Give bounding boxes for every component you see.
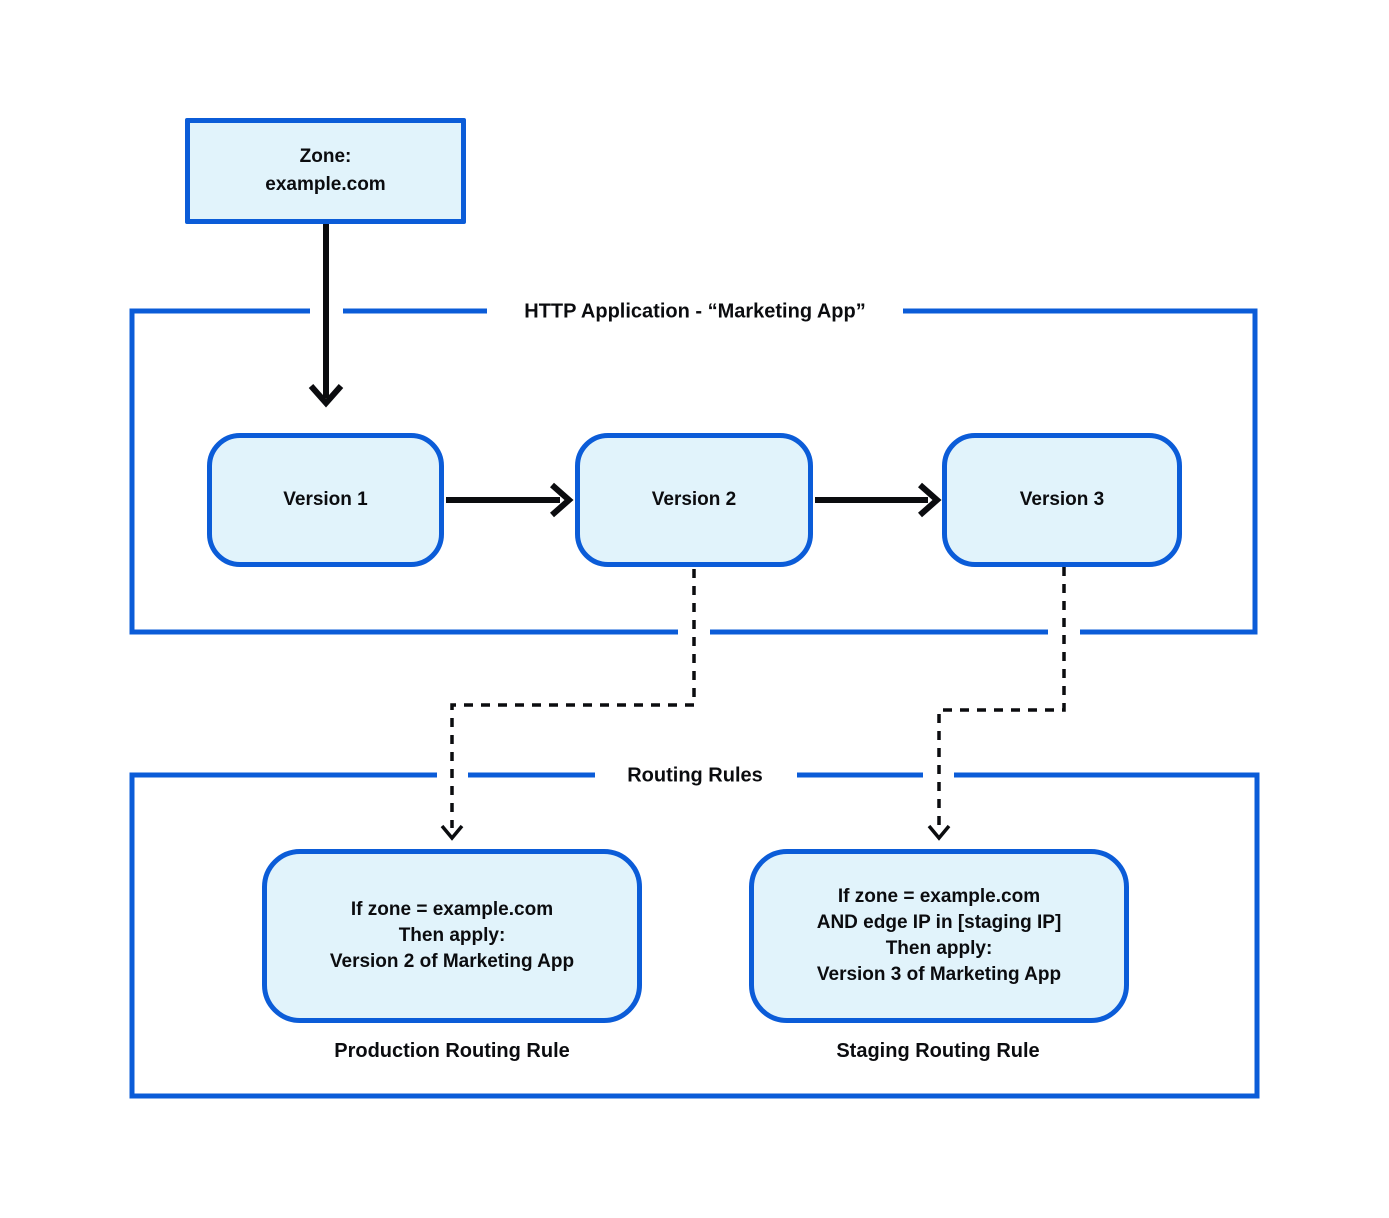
version-3-box: Version 3 — [942, 433, 1182, 567]
zone-box-label-line1: Zone: — [299, 146, 352, 167]
version-1-box: Version 1 — [207, 433, 444, 567]
zone-box: Zone: example.com — [185, 118, 466, 224]
production-rule-line-3: Version 2 of Marketing App — [329, 951, 575, 972]
version2-to-version3-arrow — [815, 482, 942, 518]
http-app-container-title: HTTP Application - “Marketing App” — [524, 300, 866, 323]
version3-to-staging-rule-connector — [927, 567, 1066, 841]
http-app-container-border — [129, 308, 1258, 635]
staging-routing-rule-box: If zone = example.com AND edge IP in [st… — [749, 849, 1129, 1023]
version-3-label: Version 3 — [1019, 489, 1105, 510]
staging-rule-line-1: If zone = example.com — [837, 886, 1041, 907]
version-2-label: Version 2 — [651, 489, 737, 510]
production-rule-line-1: If zone = example.com — [350, 899, 554, 920]
version-1-label: Version 1 — [283, 489, 368, 510]
version1-to-version2-arrow — [446, 482, 574, 518]
zone-box-label-line2: example.com — [265, 174, 386, 195]
staging-routing-rule-caption: Staging Routing Rule — [836, 1040, 1040, 1062]
production-rule-line-2: Then apply: — [398, 925, 506, 946]
routing-rules-container-border — [129, 772, 1260, 1099]
staging-rule-line-4: Version 3 of Marketing App — [816, 964, 1062, 985]
version-2-box: Version 2 — [575, 433, 813, 567]
zone-to-app-arrow — [308, 224, 344, 408]
production-routing-rule-caption: Production Routing Rule — [334, 1040, 570, 1062]
routing-rules-container-title: Routing Rules — [627, 764, 763, 787]
version2-to-production-rule-connector — [440, 569, 696, 841]
production-routing-rule-box: If zone = example.com Then apply: Versio… — [262, 849, 642, 1023]
staging-rule-line-3: Then apply: — [885, 938, 993, 959]
staging-rule-line-2: AND edge IP in [staging IP] — [816, 912, 1062, 933]
